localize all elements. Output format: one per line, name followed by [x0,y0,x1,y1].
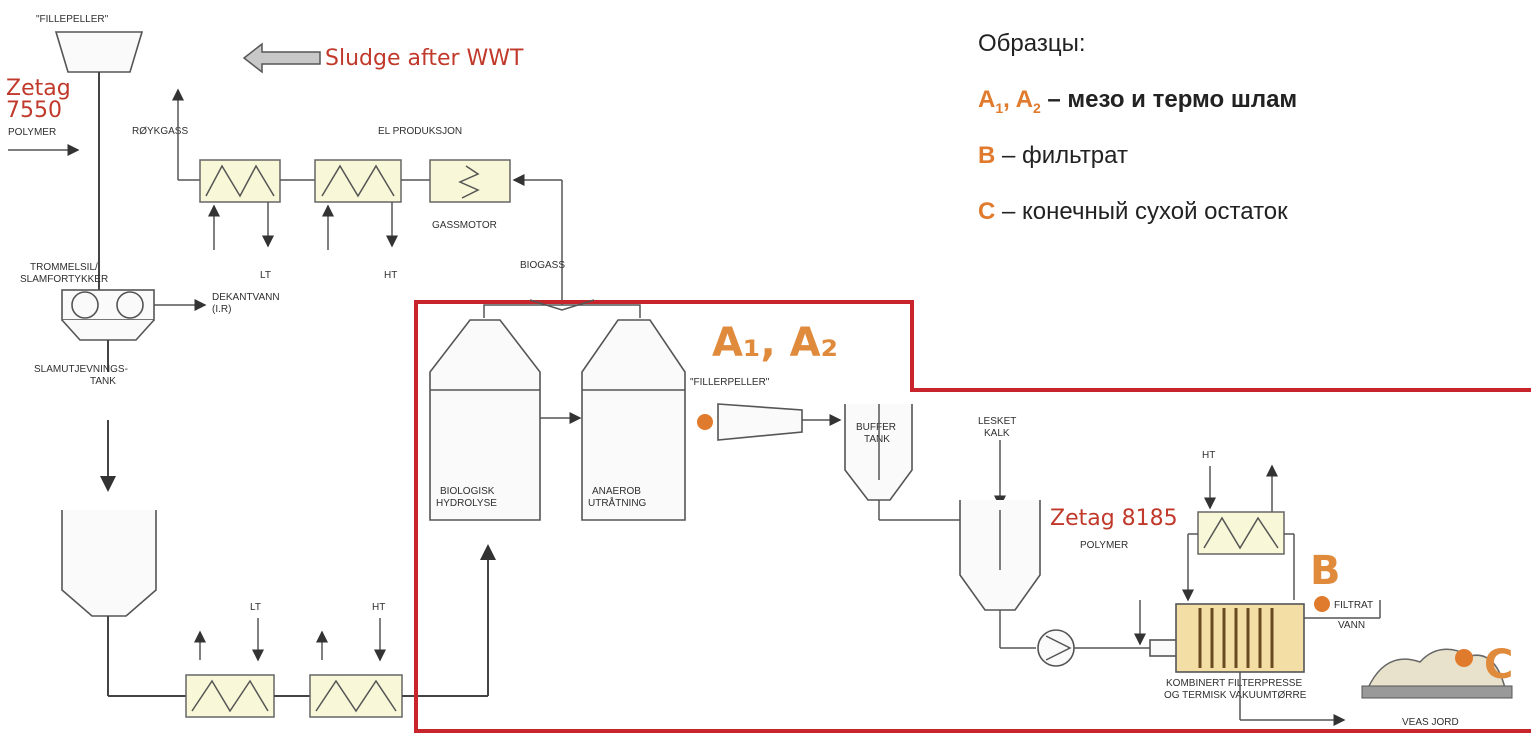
dekantvann-label-line1: DEKANTVANN [212,292,280,303]
ht-top-label: HT [384,270,397,281]
ht-press-label: HT [1202,450,1215,461]
slamutjevnings-label-line2: TANK [90,376,116,387]
filtrat-label-line1: FILTRAT [1334,600,1373,611]
sludge-after-wwt-label: Sludge after WWT [325,46,524,71]
trommelsil-label-line2: SLAMFORTYKKER [20,274,108,285]
polymer-right-label: POLYMER [1080,540,1128,551]
fillepeller-top-cone [54,31,144,73]
biologisk-label-line1: BIOLOGISK [440,486,495,497]
biogass-label: BIOGASS [520,260,565,271]
el-produksjon-label: EL PRODUKSJON [378,126,462,137]
highlight-region-border [414,300,1531,733]
legend-key-a2: A [1015,86,1033,113]
anaerob-label-line1: ANAEROB [592,486,641,497]
c-sample-label: C [1484,642,1513,688]
lt-top-label: LT [260,270,271,281]
kombinert-label-line1: KOMBINERT FILTERPRESSE [1166,678,1302,689]
gassmotor-label: GASSMOTOR [432,220,497,231]
ht-bottom-label: HT [372,602,385,613]
legend-row-a: A1, A2 – мезо и термо шлам [978,78,1533,134]
lt-bottom-label: LT [250,602,261,613]
roykgass-label: RØYKGASS [132,126,188,137]
legend-desc-b: – фильтрат [995,142,1128,169]
filter-press [1175,603,1305,673]
legend-sub-a2: 2 [1032,99,1041,116]
filtrat-label-line2: VANN [1338,620,1365,631]
legend-title: Образцы: [978,30,1086,57]
sample-point-a [697,414,713,430]
zetag-8185-label: Zetag 8185 [1050,506,1178,531]
fillerpeller-mid-cone [717,403,803,441]
zetag-7550-label-line2: 7550 [6,98,62,123]
biologisk-label-line2: HYDROLYSE [436,498,497,509]
legend-row-b: B – фильтрат [978,134,1533,190]
legend-key-a1: A [978,86,996,113]
anaerob-utratning-tank [581,319,686,521]
buffer-label-line2: TANK [864,434,890,445]
sample-point-b [1314,596,1330,612]
legend-sub-a1: 1 [995,99,1004,116]
legend-key-c: C [978,198,996,225]
sample-point-c [1455,649,1473,667]
fillepeller-top-label: "FILLEPELLER" [36,14,109,25]
a1-a2-sample-label: A₁, A₂ [712,320,838,366]
gas-motor-exchanger [429,159,511,203]
legend-sep-a: , [1003,86,1016,113]
biologisk-hydrolyse-tank [429,319,541,521]
fillerpeller-mid-label: "FILLERPELLER" [690,377,770,388]
slamutjevnings-label-line1: SLAMUTJEVNINGS- [34,364,128,375]
lesket-label-line2: KALK [984,428,1010,439]
legend-desc-a: – мезо и термо шлам [1040,86,1298,113]
trommelsil-label-line1: TROMMELSIL/ [30,262,98,273]
kombinert-label-line2: OG TERMISK VAKUUMTØRRE [1164,690,1307,701]
polymer-left-label: POLYMER [8,127,56,138]
legend-row-c: C – конечный сухой остаток [978,190,1533,246]
veas-jord-label: VEAS JORD [1402,717,1459,728]
lesket-label-line1: LESKET [978,416,1016,427]
legend-key-b: B [978,142,996,169]
buffer-label-line1: BUFFER [856,422,896,433]
dekantvann-label-line2: (I.R) [212,304,231,315]
b-sample-label: B [1310,548,1341,594]
slamutjevnings-tank [61,510,157,617]
samples-legend: Образцы: A1, A2 – мезо и термо шлам B – … [978,22,1533,246]
zetag-7550-label-line1: Zetag [6,76,71,101]
legend-desc-c: – конечный сухой остаток [995,198,1288,225]
sludge-inlet-arrow-icon [242,42,321,74]
anaerob-label-line2: UTRÅTNING [588,496,647,509]
